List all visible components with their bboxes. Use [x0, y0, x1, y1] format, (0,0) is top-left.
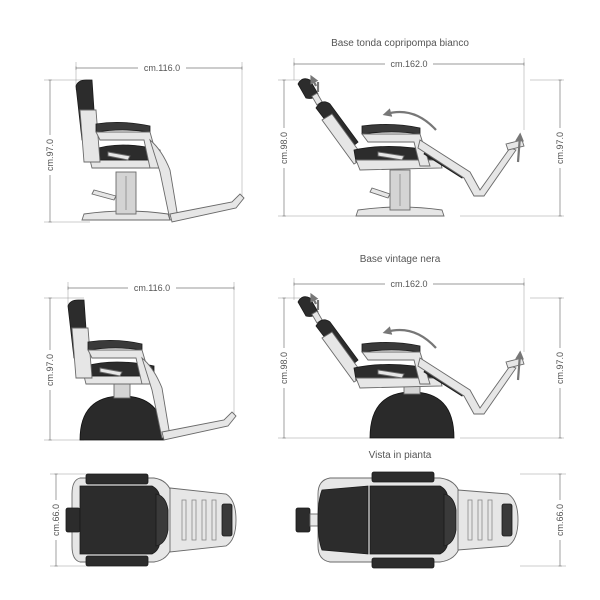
dim-height-upright-1: cm.97.0	[45, 139, 55, 171]
dim-height-reclined-right-2: cm.97.0	[555, 352, 565, 384]
arrow-footrest-icon	[515, 350, 524, 381]
plan-view-upright: cm.66.0	[50, 473, 237, 567]
arrow-headrest-icon	[312, 296, 320, 310]
title-round-base: Base tonda copripompa bianco	[331, 38, 469, 49]
dim-width-upright-1: cm.116.0	[144, 63, 180, 73]
view-upright-vintage-base: cm.116.0 cm.97.0	[44, 282, 237, 441]
plan-view-reclined: cm.66.0	[295, 471, 566, 569]
view-reclined-round-base: cm.162.0 cm.98.0 cm.97.0	[278, 58, 565, 217]
dim-width-reclined-2: cm.162.0	[390, 279, 427, 289]
dim-height-upright-2: cm.97.0	[45, 354, 55, 386]
view-reclined-vintage-base: cm.162.0 cm.98.0 cm.97.0	[278, 278, 565, 439]
dim-height-reclined-left-2: cm.98.0	[279, 352, 289, 384]
dim-depth-plan-2: cm.66.0	[555, 504, 565, 536]
dim-width-reclined-1: cm.162.0	[390, 59, 427, 69]
arrow-footrest-icon	[515, 132, 524, 163]
arrow-headrest-icon	[312, 78, 320, 92]
arrow-recline-icon	[382, 326, 437, 349]
view-upright-round-base: cm.116.0 cm.97.0	[44, 62, 245, 223]
dim-height-reclined-left-1: cm.98.0	[279, 132, 289, 164]
dim-height-reclined-right-1: cm.97.0	[555, 132, 565, 164]
title-vintage-base: Base vintage nera	[360, 254, 441, 265]
dim-depth-plan-1: cm.66.0	[51, 504, 61, 536]
dim-width-upright-2: cm.116.0	[134, 283, 170, 293]
arrow-recline-icon	[382, 108, 437, 131]
title-plan-view: Vista in pianta	[369, 450, 432, 461]
